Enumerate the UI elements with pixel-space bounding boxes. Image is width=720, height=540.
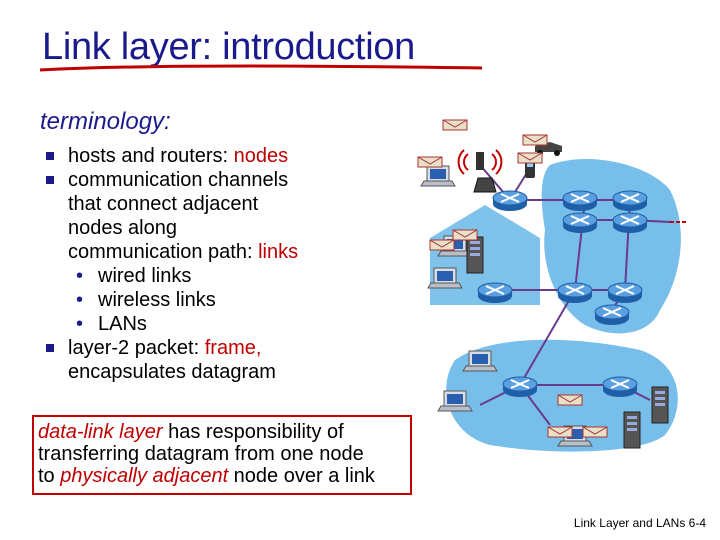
envelope-icon — [522, 134, 548, 146]
bullet-square-icon — [46, 176, 54, 184]
bullet-square-icon — [46, 152, 54, 160]
paragraph-line: data-link layer has responsibility of — [38, 421, 375, 443]
sub-bullet-lans: • LANs — [46, 312, 446, 336]
envelope-icon — [452, 229, 478, 241]
term-data-link-layer: data-link layer — [38, 421, 163, 443]
bullet-square-icon — [46, 344, 54, 352]
bullet-frame: layer-2 packet: frame, — [46, 336, 446, 360]
bullet-text: layer-2 packet: — [68, 337, 205, 359]
envelope-icon — [417, 156, 443, 168]
paragraph-text: node over a link — [228, 465, 375, 487]
router-icon — [612, 190, 648, 212]
sub-bullet-text: wired links — [98, 265, 192, 287]
router-icon — [612, 212, 648, 234]
server-icon — [466, 236, 484, 274]
server-icon — [651, 386, 669, 424]
router-icon — [473, 177, 497, 193]
bullet-text: nodes along — [68, 217, 177, 239]
terminology-heading: terminology: — [40, 108, 171, 135]
title-underline — [39, 64, 483, 72]
server-icon — [623, 411, 641, 449]
bullet-text: communication path: — [68, 241, 259, 263]
bullet-text: communication channels — [68, 169, 289, 191]
bullet-links: communication channels — [46, 168, 446, 192]
definition-paragraph: data-link layer has responsibility of tr… — [38, 421, 375, 487]
highlight-box — [32, 415, 412, 495]
paragraph-line: transferring datagram from one node — [38, 443, 364, 465]
sub-bullet-text: LANs — [98, 313, 147, 335]
bullet-continuation: communication path: links — [46, 240, 446, 264]
paragraph-text: to — [38, 465, 61, 487]
router-icon — [602, 376, 638, 398]
term-frame: frame, — [204, 337, 262, 359]
paragraph-text: has responsibility of — [162, 421, 344, 443]
router-icon — [562, 212, 598, 234]
term-links: links — [258, 241, 299, 263]
bullet-nodes: hosts and routers: nodes — [46, 144, 446, 168]
envelope-icon — [517, 152, 543, 164]
bullet-continuation: that connect adjacent — [46, 192, 446, 216]
envelope-icon — [429, 239, 455, 251]
sub-bullet-wired: • wired links — [46, 264, 446, 288]
bullet-continuation: nodes along — [46, 216, 446, 240]
envelope-icon — [442, 119, 468, 131]
laptop-icon — [420, 165, 456, 187]
wireless-access-point-icon — [457, 149, 503, 175]
bullet-list: hosts and routers: nodes communication c… — [46, 144, 446, 384]
paragraph-line: to physically adjacent node over a link — [38, 465, 375, 487]
bullet-text: that connect adjacent — [68, 193, 259, 215]
bullet-text: hosts and routers: — [68, 145, 234, 167]
router-icon — [502, 376, 538, 398]
router-icon — [607, 282, 643, 304]
envelope-icon — [547, 426, 573, 438]
router-icon — [594, 304, 630, 326]
term-physically-adjacent: physically adjacent — [60, 465, 229, 487]
sub-bullet-wireless: • wireless links — [46, 288, 446, 312]
sub-bullet-dot-icon: • — [76, 289, 84, 311]
sub-bullet-text: wireless links — [98, 289, 216, 311]
bullet-continuation: encapsulates datagram — [46, 360, 446, 384]
router-icon — [477, 282, 513, 304]
slide-title: Link layer: introduction — [42, 26, 416, 68]
router-icon — [557, 282, 593, 304]
bullet-text: encapsulates datagram — [68, 361, 276, 383]
sub-bullet-dot-icon: • — [76, 313, 84, 335]
envelope-icon — [582, 426, 608, 438]
slide-footer: Link Layer and LANs 6-4 — [573, 516, 706, 530]
sub-bullet-dot-icon: • — [76, 265, 84, 287]
network-diagram — [417, 119, 688, 452]
router-icon — [492, 190, 528, 212]
envelope-icon — [557, 394, 583, 406]
router-icon — [562, 190, 598, 212]
term-nodes: nodes — [233, 145, 289, 167]
